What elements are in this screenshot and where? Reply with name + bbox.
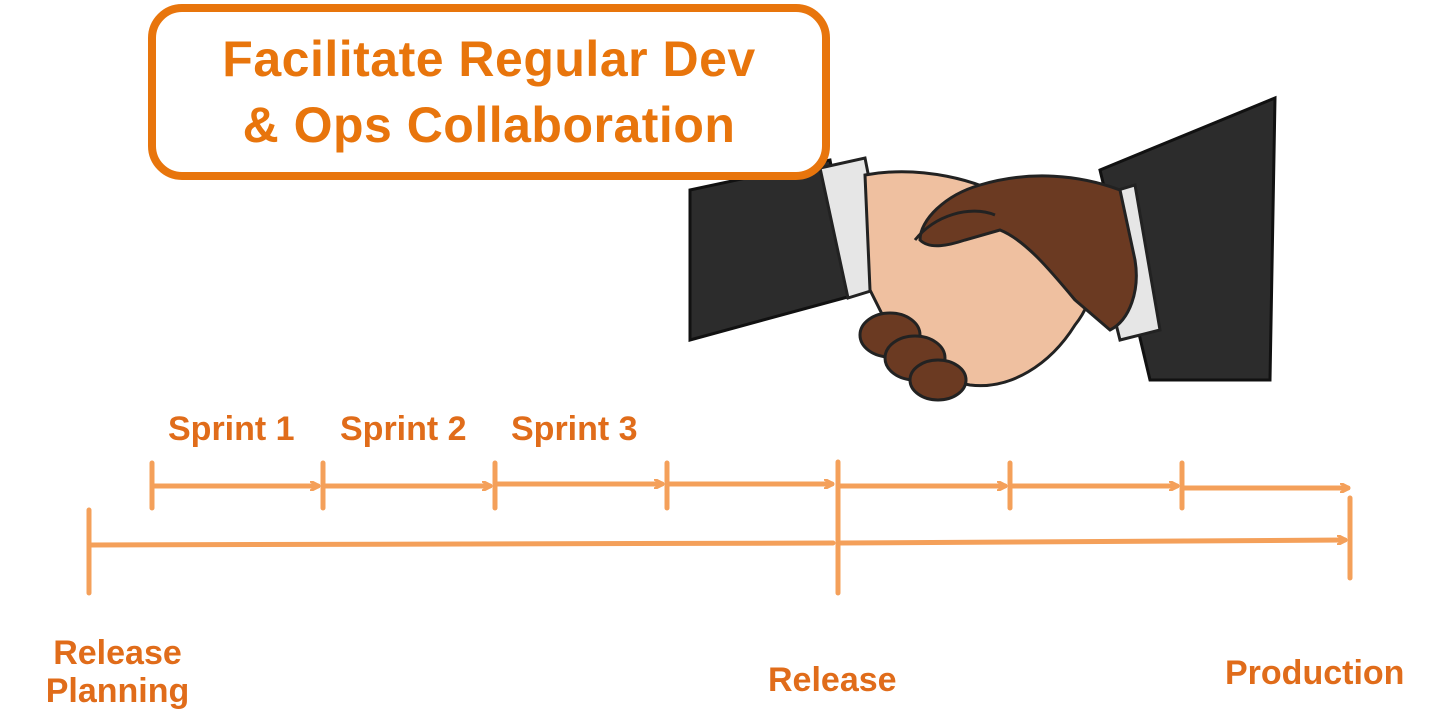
sprint-label-1: Sprint 1: [168, 410, 295, 448]
sprint-label-2: Sprint 2: [340, 410, 467, 448]
main-timeline-arrow-1: [86, 540, 836, 548]
milestone-release-planning: Release Planning: [30, 634, 205, 710]
milestone-release: Release: [768, 661, 897, 699]
title-box: Facilitate Regular Dev & Ops Collaborati…: [148, 4, 830, 180]
title-line-1: Facilitate Regular Dev: [222, 31, 756, 87]
sprint-label-3: Sprint 3: [511, 410, 638, 448]
handshake-illustration-icon: [688, 95, 1277, 402]
title-line-2: & Ops Collaboration: [242, 97, 736, 153]
main-timeline-arrow-2: [837, 540, 1348, 546]
milestone-release-planning-line-1: Release: [53, 634, 182, 672]
milestone-production: Production: [1225, 654, 1405, 692]
milestone-release-planning-line-2: Planning: [45, 672, 190, 710]
